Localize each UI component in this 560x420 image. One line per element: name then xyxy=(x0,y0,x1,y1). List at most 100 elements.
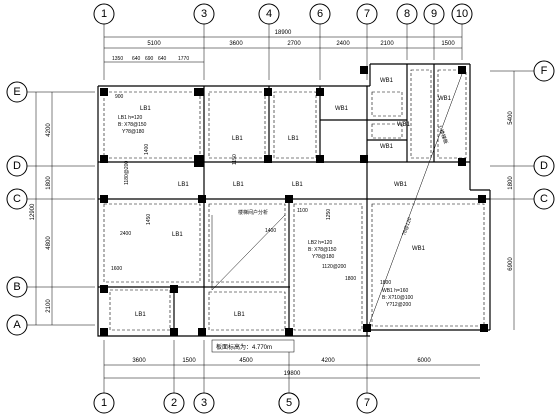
svg-text:9: 9 xyxy=(431,8,437,20)
axis-lines xyxy=(27,24,534,393)
svg-text:B: X?8@150: B: X?8@150 xyxy=(308,247,337,253)
svg-text:2100: 2100 xyxy=(46,299,52,313)
svg-text:B: X?10@100: B: X?10@100 xyxy=(382,295,413,301)
svg-text:4800: 4800 xyxy=(46,236,52,250)
svg-text:900: 900 xyxy=(115,94,124,100)
svg-text:1600: 1600 xyxy=(111,266,122,272)
svg-text:10: 10 xyxy=(456,8,468,20)
right-axis-bubbles: F D C xyxy=(533,60,555,210)
svg-text:4500: 4500 xyxy=(239,358,253,364)
svg-text:1450: 1450 xyxy=(146,214,152,225)
svg-text:D: D xyxy=(13,160,21,172)
stair-diagonal xyxy=(211,73,463,331)
svg-text:WB1 h=160: WB1 h=160 xyxy=(382,288,408,294)
svg-text:1150: 1150 xyxy=(232,154,238,165)
svg-text:?8@120: ?8@120 xyxy=(401,217,413,237)
slab-tag: LB1 xyxy=(292,182,303,188)
svg-text:640: 640 xyxy=(132,56,141,62)
axis-bubble-F: F xyxy=(533,60,555,82)
axis-bubble-B: B xyxy=(6,276,28,298)
axis-bubble-b3: 3 xyxy=(193,392,215,414)
svg-text:1500: 1500 xyxy=(182,358,196,364)
axis-bubble-8: 8 xyxy=(396,3,418,25)
svg-text:C: C xyxy=(540,193,548,205)
svg-text:1120@200: 1120@200 xyxy=(322,264,346,270)
slab-labels: LB1 LB1 LB1 LB1 LB1 LB1 LB1 LB1 LB1 WB1 … xyxy=(135,78,452,318)
axis-bubble-b7: 7 xyxy=(356,392,378,414)
slab-tag: WB1 xyxy=(412,246,426,252)
svg-text:640: 640 xyxy=(158,56,167,62)
slab-tag: LB1 xyxy=(172,232,183,238)
svg-text:5400: 5400 xyxy=(508,111,514,125)
svg-text:4200: 4200 xyxy=(321,358,335,364)
slab-tag: WB1 xyxy=(380,144,394,150)
svg-text:2: 2 xyxy=(171,397,177,409)
slab-tag: LB1 xyxy=(178,182,189,188)
svg-text:Y?8@180: Y?8@180 xyxy=(122,129,145,135)
slab-tag: WB1 xyxy=(380,78,394,84)
axis-bubble-b2: 2 xyxy=(163,392,185,414)
svg-text:C: C xyxy=(13,193,21,205)
left-axis-bubbles: E D C B A xyxy=(6,81,28,336)
slab-tag: WB1 xyxy=(397,122,411,128)
svg-text:1800: 1800 xyxy=(508,176,514,190)
svg-text:Y?8@180: Y?8@180 xyxy=(312,254,335,260)
svg-text:4200: 4200 xyxy=(46,123,52,137)
svg-text:19800: 19800 xyxy=(284,371,301,377)
bottom-dimensions: 3600 1500 4500 4200 6000 19800 xyxy=(104,358,480,379)
svg-text:F: F xyxy=(541,65,548,77)
slab-notes: LB1 h=120 B: X?8@150 Y?8@180 LB2 h=120 B… xyxy=(118,115,449,308)
svg-text:1800: 1800 xyxy=(46,176,52,190)
svg-text:1400: 1400 xyxy=(265,228,276,234)
svg-text:1400: 1400 xyxy=(144,144,150,155)
svg-text:楼梯间户分析: 楼梯间户分析 xyxy=(238,209,268,216)
left-dimensions: 12900 4200 1800 4800 2100 xyxy=(30,92,53,325)
axis-bubble-C-right: C xyxy=(533,188,555,210)
svg-text:B: X?8@150: B: X?8@150 xyxy=(118,122,147,128)
axis-bubble-7: 7 xyxy=(356,3,378,25)
slab-tag: LB1 xyxy=(232,136,243,142)
svg-text:2400: 2400 xyxy=(120,231,131,237)
slab-tag: WB1 xyxy=(394,182,408,188)
axis-bubble-C: C xyxy=(6,188,28,210)
svg-text:1180@200: 1180@200 xyxy=(124,161,130,185)
slab-tag: LB1 xyxy=(233,182,244,188)
top-dimensions: 18900 5100 3600 2700 2400 2100 1500 1350… xyxy=(104,30,462,63)
svg-text:6: 6 xyxy=(317,8,323,20)
svg-text:2400: 2400 xyxy=(336,41,350,47)
axis-bubble-E: E xyxy=(6,81,28,103)
beam-dashes xyxy=(103,69,485,331)
bottom-axis-bubbles: 1 2 3 4 7 xyxy=(93,392,378,414)
svg-text:1800: 1800 xyxy=(380,280,391,286)
structure-walls xyxy=(97,63,491,337)
svg-text:690: 690 xyxy=(145,56,154,62)
axis-bubble-3: 3 xyxy=(193,3,215,25)
svg-text:A: A xyxy=(13,319,21,331)
svg-text:5100: 5100 xyxy=(147,41,161,47)
axis-bubble-10: 10 xyxy=(451,3,473,25)
columns xyxy=(100,66,488,336)
slab-elevation-note: 板面标高为：4.770m xyxy=(211,339,295,353)
svg-text:3: 3 xyxy=(201,8,207,20)
svg-text:12900: 12900 xyxy=(30,203,36,220)
slab-tag: LB1 xyxy=(135,312,146,318)
axis-bubble-D: D xyxy=(6,155,28,177)
axis-bubble-A: A xyxy=(6,314,28,336)
svg-text:Y?12@200: Y?12@200 xyxy=(386,302,411,308)
axis-bubble-b1: 1 xyxy=(93,392,115,414)
svg-text:6900: 6900 xyxy=(508,257,514,271)
svg-text:1770: 1770 xyxy=(178,56,189,62)
svg-text:1: 1 xyxy=(101,397,107,409)
svg-text:板面标高为：4.770m: 板面标高为：4.770m xyxy=(216,343,272,351)
slab-tag: WB1 xyxy=(438,96,452,102)
svg-text:D: D xyxy=(540,160,548,172)
axis-bubble-D-right: D xyxy=(533,155,555,177)
svg-text:B: B xyxy=(13,281,20,293)
svg-text:3600: 3600 xyxy=(132,358,146,364)
svg-text:5: 5 xyxy=(286,397,292,409)
slab-tag: LB1 xyxy=(288,136,299,142)
interior-dims: 1400 1100 1250 1800 1800 2400 1600 1450 … xyxy=(111,94,391,286)
svg-text:18900: 18900 xyxy=(275,30,292,36)
slab-tag: LB1 xyxy=(234,312,245,318)
